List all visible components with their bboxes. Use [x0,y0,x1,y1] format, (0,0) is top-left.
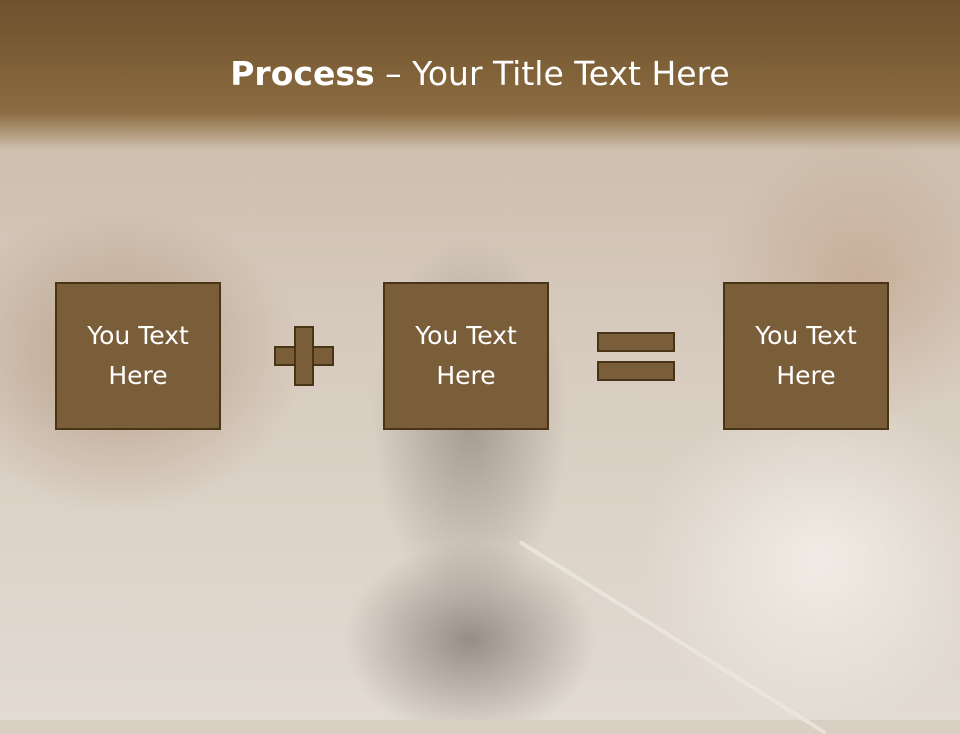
title-rest: – Your Title Text Here [374,54,730,93]
process-box-3-label: You Text Here [755,321,857,390]
title-bold: Process [230,54,375,93]
process-box-1[interactable]: You Text Here [55,282,221,430]
equals-icon-bottom-bar [597,361,675,381]
title-band [0,0,960,150]
equals-icon-top-bar [597,332,675,352]
process-box-1-label: You Text Here [87,321,189,390]
plus-icon-core [296,348,312,364]
process-box-3[interactable]: You Text Here [723,282,889,430]
slide-title[interactable]: Process – Your Title Text Here [0,52,960,96]
process-box-2-label: You Text Here [415,321,517,390]
process-box-2[interactable]: You Text Here [383,282,549,430]
